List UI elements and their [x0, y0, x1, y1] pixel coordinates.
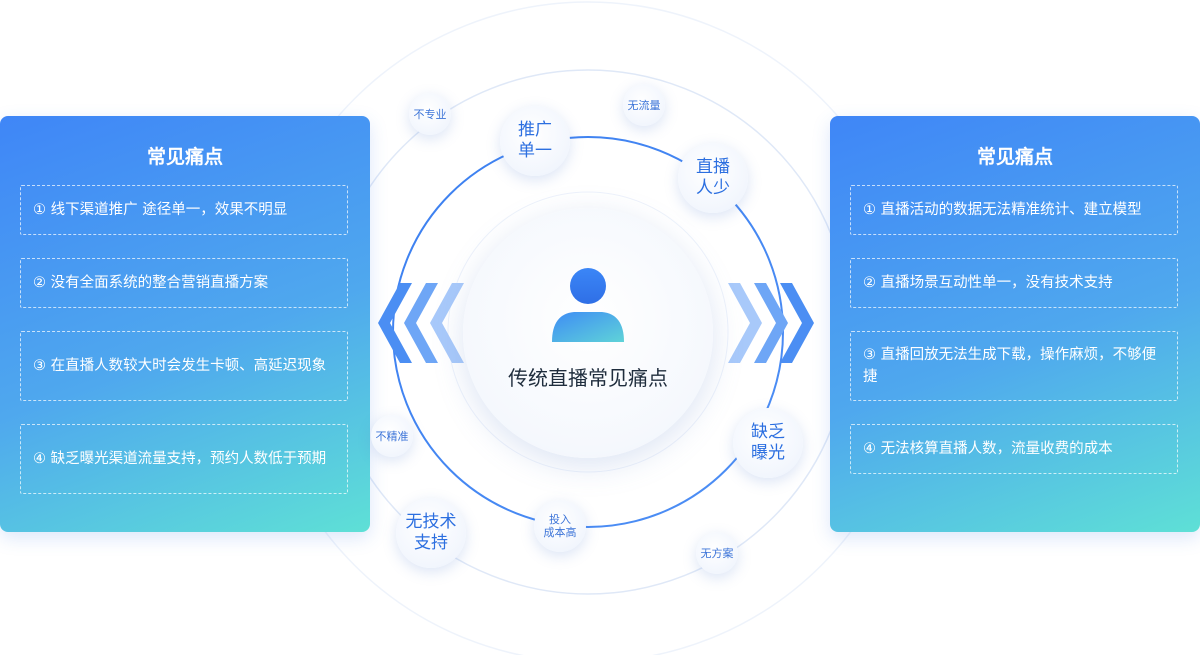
bubble-imprecise-label: 不精准: [375, 430, 409, 443]
bubble-few-viewers: 直播 人少: [678, 143, 748, 213]
bubble-lack-exposure: 缺乏 曝光: [733, 408, 803, 478]
left-panel-title: 常见痛点: [146, 146, 223, 168]
bubble-high-cost-label: 投入 成本高: [543, 513, 577, 539]
left-pain-item-1: ① 线下渠道推广 途径单一，效果不明显: [20, 185, 348, 235]
bubble-few-viewers-label: 直播 人少: [696, 157, 730, 198]
left-pain-item-4: ④ 缺乏曝光渠道流量支持，预约人数低于预期: [20, 424, 348, 494]
bubble-promo-single: 推广 单一: [500, 106, 570, 176]
bubble-no-tech-support-label: 无技术 支持: [405, 512, 457, 553]
chevron-right-icon: [728, 283, 814, 363]
right-pain-points-panel: 常见痛点 ① 直播活动的数据无法精准统计、建立模型 ② 直播场景互动性单一，没有…: [830, 116, 1200, 532]
right-pain-item-2: ② 直播场景互动性单一，没有技术支持: [850, 258, 1178, 308]
left-pain-item-2: ② 没有全面系统的整合营销直播方案: [20, 258, 348, 308]
bubble-no-tech-support: 无技术 支持: [396, 498, 466, 568]
left-pain-item-3: ③ 在直播人数较大时会发生卡顿、高延迟现象: [20, 331, 348, 401]
center-title: 传统直播常见痛点: [508, 366, 668, 390]
bubble-no-plan: 无方案: [696, 532, 738, 574]
right-pain-item-1: ① 直播活动的数据无法精准统计、建立模型: [850, 185, 1178, 235]
bubble-promo-single-label: 推广 单一: [518, 120, 552, 161]
person-icon: [552, 268, 624, 342]
right-pain-item-3: ③ 直播回放无法生成下载，操作麻烦，不够便捷: [850, 331, 1178, 401]
bubble-no-traffic: 无流量: [623, 84, 665, 126]
bubble-unprofessional-label: 不专业: [413, 108, 447, 121]
bubble-no-traffic-label: 无流量: [627, 99, 661, 112]
bubble-no-plan-label: 无方案: [700, 547, 734, 560]
bubble-unprofessional: 不专业: [409, 93, 451, 135]
left-pain-points-panel: 常见痛点 ① 线下渠道推广 途径单一，效果不明显 ② 没有全面系统的整合营销直播…: [0, 116, 370, 532]
bubble-imprecise: 不精准: [371, 415, 413, 457]
right-panel-title: 常见痛点: [976, 146, 1053, 168]
chevron-left-icon: [378, 283, 464, 363]
right-pain-item-4: ④ 无法核算直播人数，流量收费的成本: [850, 424, 1178, 474]
bubble-high-cost: 投入 成本高: [534, 500, 586, 552]
bubble-lack-exposure-label: 缺乏 曝光: [751, 422, 785, 463]
